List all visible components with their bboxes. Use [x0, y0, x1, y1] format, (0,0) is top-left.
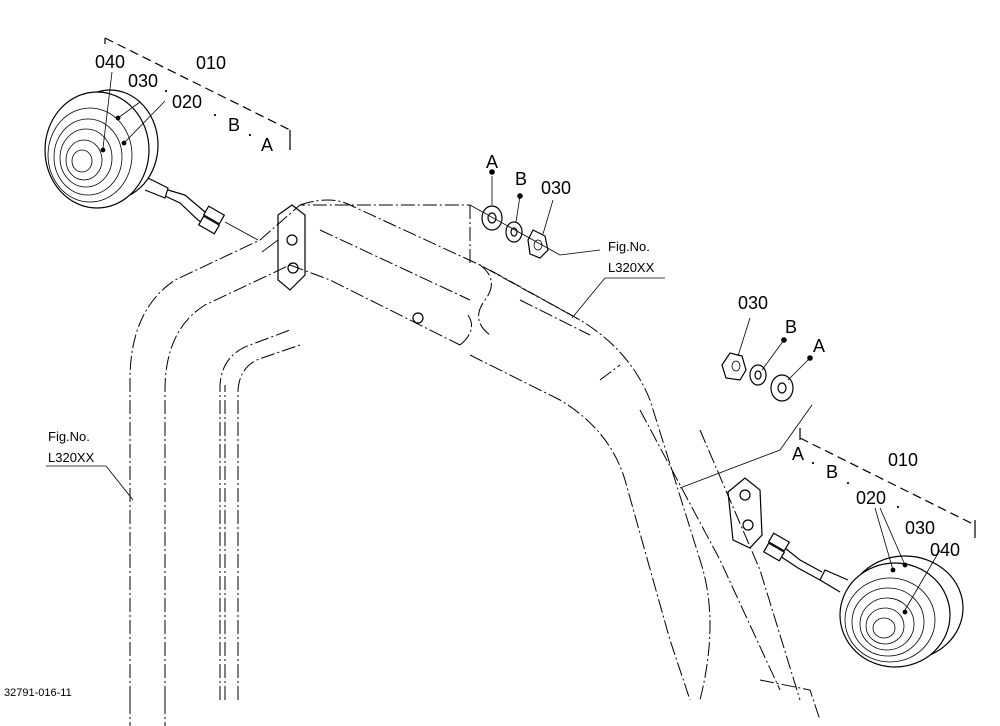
- left-lamp-assembly: [44, 71, 259, 241]
- fig-no-value-left: L320XX: [48, 450, 95, 465]
- callout-A-top: A: [486, 152, 498, 172]
- fig-no-value-top: L320XX: [608, 260, 655, 275]
- left-mount-bracket: [261, 204, 306, 291]
- separator-dot: ·: [163, 80, 169, 100]
- top-lock-washer: [505, 221, 523, 243]
- fig-ref-left: Fig.No. L320XX: [48, 429, 95, 465]
- right-nut: [721, 352, 747, 381]
- callout-010-right: 010: [888, 450, 918, 470]
- callout-030-right-lamp: 030: [905, 518, 935, 538]
- callout-B-right-lamp: B: [826, 462, 838, 482]
- fig-no-label-top: Fig.No.: [608, 239, 650, 254]
- callout-030-right: 030: [738, 293, 768, 313]
- separator-dot: ·: [895, 496, 901, 516]
- separator-dot: ·: [845, 472, 851, 492]
- right-callout-bracket: [799, 428, 976, 538]
- left-callout-bracket: [104, 37, 291, 150]
- top-nut: [527, 229, 549, 259]
- drawing-reference-number: 32791-016-11: [4, 687, 72, 699]
- callout-B-right: B: [785, 317, 797, 337]
- right-lamp-lens-rings: [844, 577, 936, 663]
- callout-040-right: 040: [930, 540, 960, 560]
- left-lamp-callouts: 040 010 030 · 020 · B · A: [95, 52, 273, 155]
- callout-040-left: 040: [95, 52, 125, 72]
- rops-frame: [129, 199, 821, 726]
- right-hardware-callouts: 030 B A: [738, 293, 825, 356]
- fig-ref-top: Fig.No. L320XX: [608, 239, 655, 275]
- callout-020-right: 020: [856, 488, 886, 508]
- separator-dot: ·: [247, 124, 253, 144]
- callout-010-left: 010: [196, 53, 226, 73]
- callout-A-right-lamp: A: [792, 444, 804, 464]
- callout-020-left: 020: [172, 92, 202, 112]
- fig-no-label-left: Fig.No.: [48, 429, 90, 444]
- callout-030-left: 030: [128, 71, 158, 91]
- top-hardware-leaders: [489, 169, 554, 235]
- fig-ref-leaders: [46, 277, 665, 501]
- callout-B-top: B: [515, 169, 527, 189]
- right-hardware-leaders: [737, 317, 813, 381]
- separator-dot: ·: [212, 104, 218, 124]
- right-mount-bracket: [412, 312, 763, 549]
- right-lamp-assembly: [762, 507, 964, 668]
- callout-A-left: A: [261, 135, 273, 155]
- right-washer: [770, 374, 794, 402]
- top-hardware-callouts: A B 030: [486, 152, 571, 198]
- right-lamp-callouts: A · B 010 · 020 · 030 040: [792, 444, 960, 560]
- top-washer: [481, 205, 503, 231]
- callout-030-top: 030: [541, 178, 571, 198]
- left-lamp-lens-rings: [47, 107, 133, 203]
- separator-dot: ·: [810, 452, 816, 472]
- callout-B-left: B: [228, 115, 240, 135]
- callout-A-right: A: [813, 336, 825, 356]
